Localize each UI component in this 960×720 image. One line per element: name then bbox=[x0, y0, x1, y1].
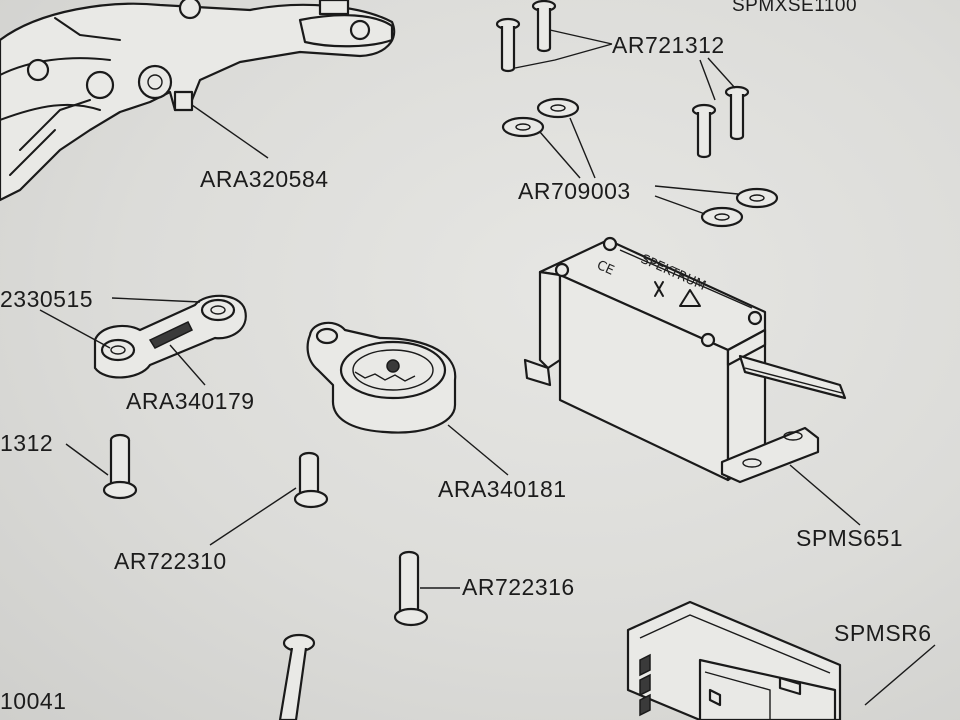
recycle-bin-icon bbox=[654, 281, 664, 297]
leader-lines-ar709003 bbox=[539, 117, 739, 215]
label-ara330515: 2330515 bbox=[0, 286, 94, 312]
servo-spms651: SPEKTRUM CE bbox=[523, 236, 847, 484]
pin-ar722316 bbox=[393, 550, 429, 627]
link-ara340179 bbox=[93, 294, 247, 379]
label-ara320584: ARA320584 bbox=[200, 166, 329, 192]
leader-ar722310 bbox=[209, 487, 297, 546]
receiver-spmsr6 bbox=[626, 600, 842, 720]
leader-ara340181 bbox=[447, 424, 509, 476]
label-ar722316: AR722316 bbox=[462, 574, 575, 600]
washers-ar709003 bbox=[501, 97, 779, 228]
pin-ar722310 bbox=[293, 451, 329, 509]
leader-lines-ar721312 bbox=[514, 29, 736, 101]
label-ar721312-left: 1312 bbox=[0, 430, 54, 456]
label-ar722310: AR722310 bbox=[114, 548, 227, 574]
leader-ara320584 bbox=[191, 104, 269, 159]
pin-left bbox=[102, 433, 138, 500]
servo-horn-ara340181 bbox=[306, 321, 457, 434]
label-spmsr6: SPMSR6 bbox=[834, 620, 932, 646]
label-ara340179: ARA340179 bbox=[126, 388, 255, 414]
leader-spms651 bbox=[789, 464, 861, 526]
suspension-arm-assembly bbox=[0, 0, 396, 202]
label-ara340181: ARA340181 bbox=[438, 476, 567, 502]
label-spmxse1100: SPMXSE1100 bbox=[732, 0, 858, 16]
leader-pin-left bbox=[65, 443, 109, 476]
warning-triangle-icon bbox=[679, 289, 701, 307]
leader-spmsr6 bbox=[864, 644, 936, 706]
label-spms651: SPMS651 bbox=[796, 525, 904, 551]
label-bottom-left: 10041 bbox=[0, 688, 67, 714]
screws-ar721312-top bbox=[495, 0, 750, 159]
pin-bottom bbox=[278, 633, 316, 720]
ce-mark-icon: CE bbox=[594, 258, 616, 279]
leader-lines-ara340179 bbox=[39, 297, 206, 386]
label-ar721312-top: AR721312 bbox=[612, 32, 725, 58]
label-ar709003: AR709003 bbox=[518, 178, 631, 204]
